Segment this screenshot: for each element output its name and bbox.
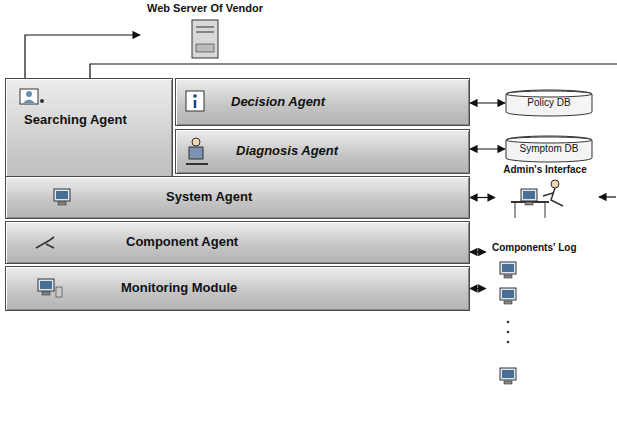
module-band: Monitoring Module xyxy=(5,266,470,311)
node-label: Policy DB xyxy=(527,97,570,109)
node-label: Symptom DB xyxy=(520,143,579,155)
connector xyxy=(470,148,505,149)
node-icon xyxy=(6,222,471,265)
agent-band: System Agent xyxy=(5,176,470,219)
database-cylinder: Symptom DB xyxy=(505,136,593,162)
node-label: Web Server Of Vendor xyxy=(147,2,263,15)
vendor-line xyxy=(90,64,617,78)
node-label: Monitoring Module xyxy=(121,281,237,296)
agent-band: Diagnosis Agent xyxy=(175,129,470,174)
connector xyxy=(470,251,486,252)
node-label: Admin's Interface xyxy=(503,164,587,176)
connector xyxy=(470,102,505,103)
agent-band: Decision Agent xyxy=(175,78,470,126)
node-label: Components' Log xyxy=(492,242,577,254)
connector xyxy=(470,288,486,289)
node-label: System Agent xyxy=(166,190,252,205)
connector xyxy=(470,197,495,198)
server-node: Web Server Of Vendor xyxy=(140,0,270,62)
node-label: Diagnosis Agent xyxy=(236,144,338,159)
node-icon xyxy=(6,267,471,312)
node-label: Decision Agent xyxy=(231,95,325,110)
node-label: Component Agent xyxy=(126,235,238,250)
input-arrow xyxy=(599,196,616,197)
node-label: Searching Agent xyxy=(24,113,127,128)
agent-band: Component Agent xyxy=(5,221,470,264)
interface-node: Admin's Interface xyxy=(495,162,595,222)
node-icon xyxy=(486,240,583,410)
database-cylinder: Policy DB xyxy=(505,90,593,116)
log-node: Components' Log xyxy=(486,240,583,410)
connector xyxy=(25,35,140,78)
